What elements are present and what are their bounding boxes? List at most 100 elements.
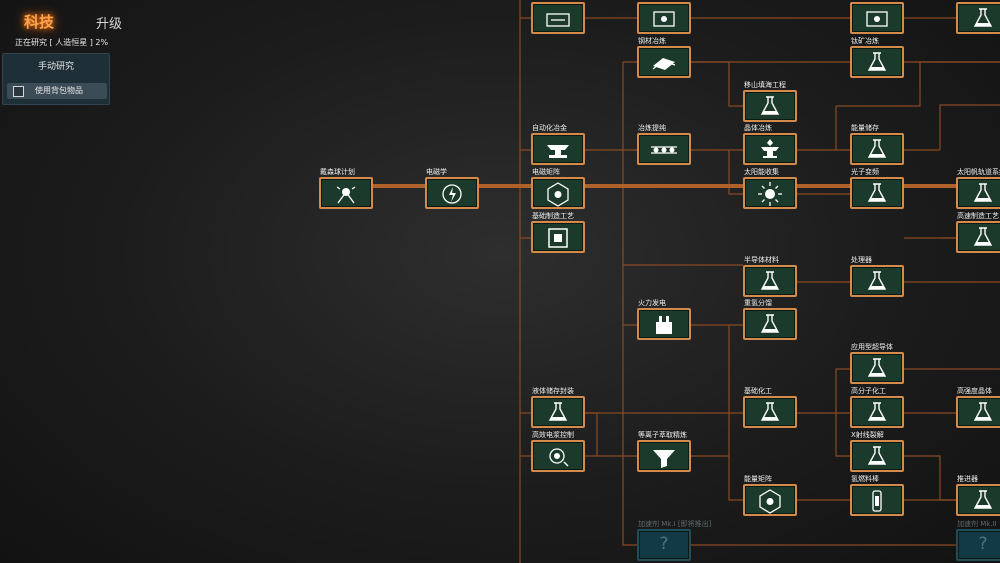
tech-label: 能量矩阵 [744,475,772,483]
flask-icon [867,446,887,465]
tech-label: 高强度晶体 [957,387,992,395]
sun-icon [758,182,782,206]
tech-label: 推进器 [957,475,978,483]
tech-node-semi[interactable] [743,265,797,297]
tech-link [939,104,1000,150]
tech-node-polymer[interactable] [850,396,904,428]
question-icon: ? [978,534,988,554]
tech-node-applied[interactable] [850,352,904,384]
tech-link [797,368,850,414]
dyson-sphere-icon [336,186,356,204]
tech-label: 高效电浆控制 [532,431,574,439]
tech-node-thermal[interactable] [637,308,691,340]
tech-label: 处理器 [851,256,872,264]
tech-node-highstr[interactable] [956,396,1000,428]
tech-node-fluid[interactable] [531,396,585,428]
tech-link [691,61,743,107]
plasma-icon [549,448,569,467]
tech-node-proc[interactable] [850,265,904,297]
tech-label: 电磁学 [426,168,447,176]
tech-label: 戴森球计划 [320,168,355,176]
tech-node-crystal[interactable] [743,133,797,165]
tech-label: 钛矿冶炼 [851,37,879,45]
tech-node-plasma[interactable] [637,440,691,472]
tech-node-top3[interactable] [850,2,904,34]
tech-node-steel[interactable] [637,46,691,78]
tech-node-heavy[interactable] [743,308,797,340]
tech-label: 液体储存封装 [532,387,574,395]
tech-node-energy[interactable] [850,133,904,165]
flask-icon [867,358,887,377]
tech-label: 冶炼提纯 [638,124,666,132]
fuel-rod-icon [872,490,882,512]
tech-node-photon[interactable] [850,177,904,209]
tech-node-basicchem[interactable] [743,396,797,428]
tech-node-dyson[interactable] [319,177,373,209]
conveyor-icon [546,13,570,27]
tech-node-solarsail[interactable] [956,177,1000,209]
power-plant-icon [656,316,672,334]
flask-icon [760,402,780,421]
tech-node-xray[interactable] [850,440,904,472]
tech-link [622,456,637,546]
tech-link [835,413,850,457]
machine-icon [653,11,675,27]
tech-node-hec[interactable] [531,440,585,472]
tech-node-thruster[interactable] [956,484,1000,516]
tech-label: 基础制造工艺 [532,212,574,220]
tech-label: 高分子化工 [851,387,886,395]
flask-icon [760,314,780,333]
tech-node-highspeed[interactable] [956,221,1000,253]
flask-icon [867,139,887,158]
flask-icon [760,96,780,115]
tech-link [904,455,956,501]
tech-node-move[interactable] [743,90,797,122]
tech-node-em[interactable] [425,177,479,209]
steel-icon [652,58,676,70]
manual-research-panel: 手动研究 使用背包物品 [2,53,110,105]
tech-label: 重氢分馏 [744,299,772,307]
tech-node-top4[interactable] [956,2,1000,34]
tech-label: 加速剂 Mk.I [即将推出] [638,520,712,528]
flask-icon [867,402,887,421]
crystal-smelt-icon [761,139,779,158]
tech-label: 等离子萃取精炼 [638,431,687,439]
tech-node-top1[interactable] [531,2,585,34]
tech-link [585,412,598,457]
tech-node-fuel[interactable] [850,484,904,516]
tech-node-solar[interactable] [743,177,797,209]
tech-node-auto[interactable] [531,133,585,165]
tech-label: 太阳帆轨道系统 [957,168,1000,176]
tech-node-ematrix[interactable] [743,484,797,516]
tab-upgrade[interactable]: 升级 [96,17,123,32]
tech-label: 钢材冶炼 [638,37,666,45]
tech-link [728,150,743,195]
use-inventory-toggle[interactable]: 使用背包物品 [7,83,107,99]
anvil-icon [547,145,569,158]
flask-icon [973,183,993,202]
tech-node-lock1[interactable]: ? [637,529,691,561]
tech-label: 氢燃料棒 [851,475,879,483]
tech-node-basic[interactable] [531,221,585,253]
tech-label: 基础化工 [744,387,772,395]
funnel-icon [653,450,675,468]
tech-label: 移山填海工程 [744,81,786,89]
tech-node-titan[interactable] [850,46,904,78]
tech-node-lock2[interactable]: ? [956,529,1000,561]
tech-label: 电磁矩阵 [532,168,560,176]
tech-label: 晶体冶炼 [744,124,772,132]
tech-label: 高速制造工艺 [957,212,999,220]
tab-tech[interactable]: 科技 [24,13,55,31]
tech-node-emmatrix[interactable] [531,177,585,209]
tech-link [728,325,743,501]
flask-icon [867,271,887,290]
tech-label: 自动化冶金 [532,124,567,132]
tech-node-top2[interactable] [637,2,691,34]
flask-icon [867,52,887,71]
flask-icon [973,8,993,27]
question-icon: ? [659,534,669,554]
tech-label: 太阳能收集 [744,168,779,176]
tech-node-smelt[interactable] [637,133,691,165]
checkbox[interactable] [13,86,24,97]
